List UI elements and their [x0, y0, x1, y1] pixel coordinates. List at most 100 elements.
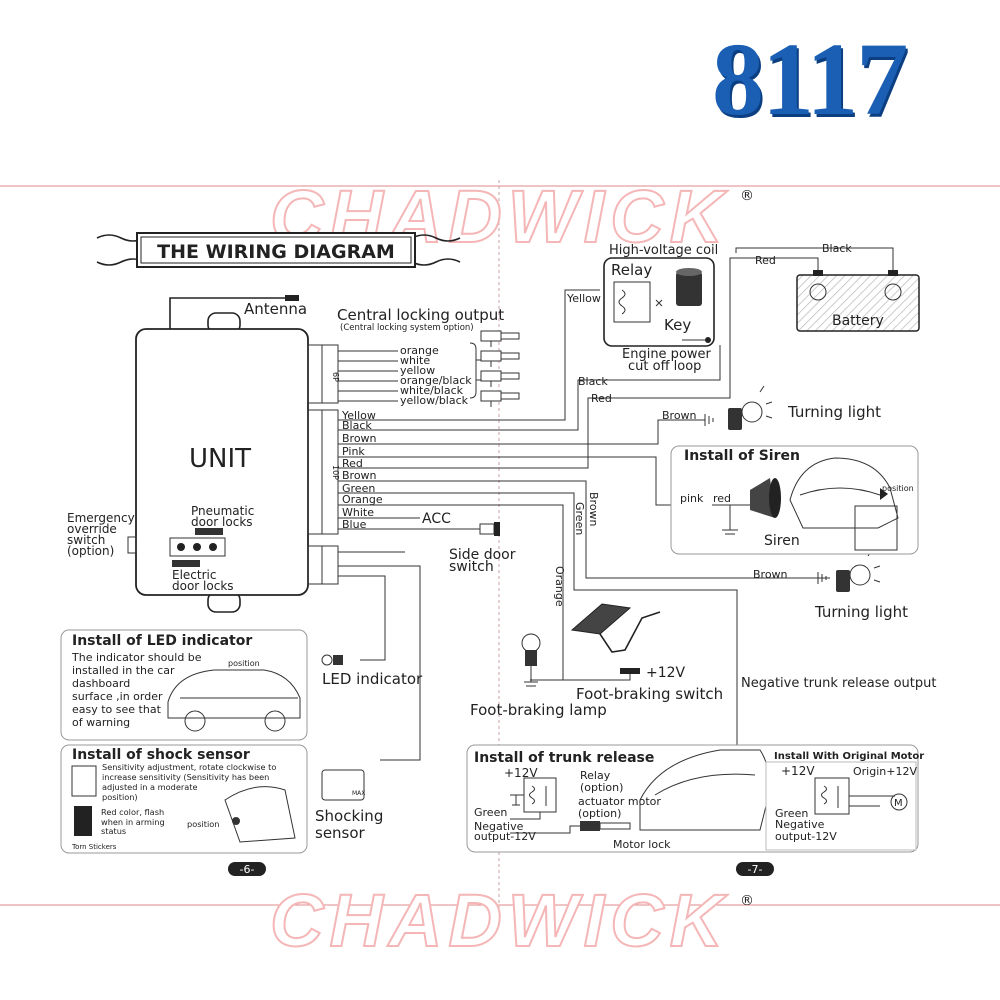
cl-wire-1: orange: [400, 344, 439, 357]
negative-trunk-label: Negative trunk release output: [741, 676, 936, 691]
led-text-4: surface ,in order: [72, 690, 163, 703]
shock-text-2: increase sensitivity (Sensitivity has be…: [102, 772, 269, 782]
led-text-6: of warning: [72, 716, 130, 729]
trunk-actuator-2: (option): [578, 807, 621, 820]
central-locking-output: Central locking output (Central locking …: [337, 306, 520, 407]
relay-box: High-voltage coil Relay Key Engine power…: [603, 243, 718, 374]
unit-label: UNIT: [189, 444, 251, 474]
door-lock-actuators: [480, 330, 520, 407]
antenna-label: Antenna: [244, 300, 307, 318]
wire-red: Red: [342, 457, 363, 470]
central-locking-subtitle: (Central locking system option): [340, 323, 474, 333]
battery-label: Battery: [832, 313, 884, 329]
electric-label-1: Electric: [172, 568, 216, 582]
torn-stickers: Torn Stickers: [71, 843, 117, 851]
high-voltage-coil-label: High-voltage coil: [609, 243, 718, 258]
turning-light-2: Turning light: [814, 549, 908, 621]
plus12-foot: +12V: [646, 665, 686, 681]
trunk-orig-plus12: +12V: [781, 764, 815, 778]
label-brown-h: Brown: [662, 409, 697, 422]
key-label: Key: [664, 316, 691, 334]
trunk-motor-m: M: [894, 798, 903, 809]
trunk-origin: Origin+12V: [853, 765, 917, 778]
port-10p-label: 10P: [331, 465, 340, 480]
led-position-label: position: [228, 659, 260, 668]
electric-port: [172, 560, 200, 567]
siren-label: Siren: [764, 533, 800, 549]
shock-box-title: Install of shock sensor: [72, 747, 250, 763]
led-text-5: easy to see that: [72, 703, 162, 716]
label-orange-v: Orange: [553, 566, 566, 607]
wire-orange: Orange: [342, 493, 383, 506]
shock-red-3: status: [101, 826, 126, 836]
main-wire-labels: Yellow Black Brown Pink Red Brown Green …: [341, 409, 383, 531]
battery: Battery: [796, 270, 920, 332]
shock-red-1: Red color, flash: [101, 807, 164, 817]
engine-caption-2: cut off loop: [628, 359, 701, 374]
wire-white: White: [342, 506, 374, 519]
emergency-switch: [127, 536, 137, 554]
siren-position-label: position: [882, 484, 914, 493]
label-black-top: Black: [822, 242, 852, 255]
foot-braking: +12V Foot-braking switch Foot-braking la…: [470, 603, 723, 719]
diagram-title: THE WIRING DIAGRAM: [157, 241, 395, 263]
label-black: Black: [578, 375, 608, 388]
emergency-label-4: (option): [67, 544, 114, 558]
label-red: Red: [591, 392, 612, 405]
foot-braking-switch-label: Foot-braking switch: [576, 685, 723, 703]
emergency-label-3: switch: [67, 533, 105, 547]
trunk-orig-green: Green: [775, 807, 808, 820]
trunk-motor-lock: Motor lock: [613, 838, 671, 851]
emergency-label-1: Emergency: [67, 511, 135, 525]
side-door-label-1: Side door: [449, 547, 516, 563]
model-number: 8117: [712, 22, 908, 137]
acc-label: ACC: [422, 511, 451, 527]
led-indicator: LED indicator: [321, 654, 423, 688]
label-green-v: Green: [573, 502, 586, 535]
emergency-label-2: override: [67, 522, 117, 536]
shock-position-label: position: [187, 819, 219, 829]
watermark-reg-top: ®: [740, 188, 754, 204]
led-text-2: installed in the car: [72, 664, 175, 677]
shocking-sensor: MAX Shocking sensor: [315, 769, 383, 842]
led-indicator-label: LED indicator: [322, 670, 423, 688]
relay-label: Relay: [611, 261, 652, 279]
cl-wire-2: white: [400, 354, 430, 367]
foot-braking-lamp-label: Foot-braking lamp: [470, 701, 607, 719]
turning-light-label-2: Turning light: [814, 603, 908, 621]
wire-pink: Pink: [342, 445, 365, 458]
turning-light-label-1: Turning light: [787, 403, 881, 421]
shocking-sensor-label-2: sensor: [315, 824, 366, 842]
siren-box-title: Install of Siren: [684, 448, 800, 464]
label-red-top: Red: [755, 254, 776, 267]
shock-sensor-box: Install of shock sensor Sensitivity adju…: [60, 744, 308, 854]
watermark-reg-bottom: ®: [740, 893, 754, 909]
trunk-orig-negative-2: output-12V: [775, 830, 837, 843]
siren-pink-label: pink: [680, 492, 704, 505]
engine-caption-1: Engine power: [622, 347, 712, 362]
cl-wire-4: orange/black: [400, 374, 472, 387]
wire-yellow: Yellow: [341, 409, 376, 422]
page-right: -7-: [748, 863, 763, 876]
cl-wire-3: yellow: [400, 364, 435, 377]
pneumatic-port: [195, 528, 223, 535]
shock-max-label: MAX: [352, 790, 365, 797]
siren-box: Install of Siren pink red Siren position: [670, 445, 919, 555]
pneumatic-label-2: door locks: [191, 515, 253, 529]
shock-text-3: adjusted in a moderate: [102, 782, 198, 792]
shock-text-1: Sensitivity adjustment, rotate clockwise…: [102, 762, 276, 772]
trunk-negative-1: Negative: [474, 820, 524, 833]
shock-text-4: position): [102, 792, 138, 802]
led-text-3: dashboard: [72, 677, 130, 690]
watermark-bottom: CHADWICK: [270, 879, 729, 962]
shock-red-2: when in arming: [101, 817, 165, 827]
cl-wire-5: white/black: [400, 384, 464, 397]
trunk-negative-2: output-12V: [474, 830, 536, 843]
antenna: Antenna: [169, 295, 307, 330]
pneumatic-label-1: Pneumatic: [191, 504, 254, 518]
wire-black: Black: [342, 419, 372, 432]
siren-red-label: red: [713, 492, 731, 505]
port-6p-label: 6P: [331, 372, 340, 382]
unit-box: UNIT Pneumatic door locks Electric door …: [67, 312, 340, 613]
